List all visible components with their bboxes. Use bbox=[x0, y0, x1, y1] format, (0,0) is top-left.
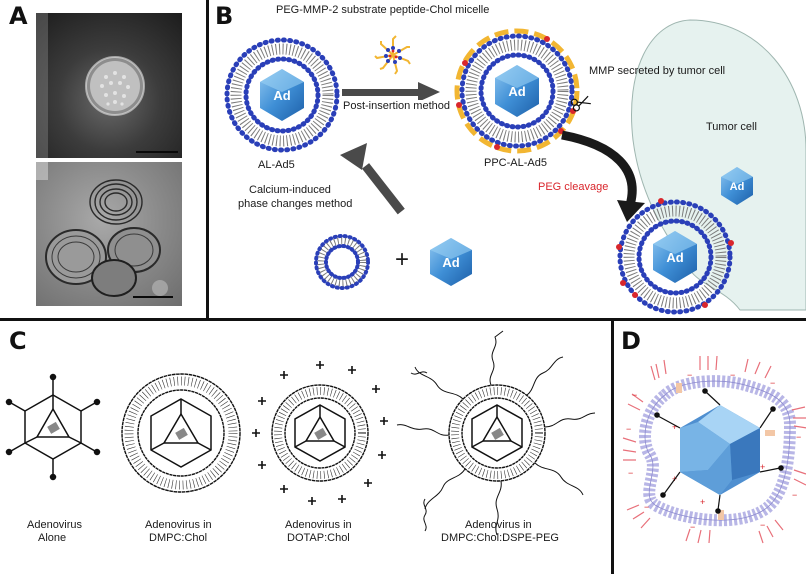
scissors-icon bbox=[570, 95, 591, 112]
tumor-adenovirus: Ad bbox=[721, 167, 753, 205]
svg-text:+: + bbox=[672, 422, 677, 432]
peg-cleavage-arrow bbox=[561, 130, 645, 222]
svg-text:−: − bbox=[796, 432, 801, 442]
panel-d-letter: D bbox=[621, 327, 641, 355]
svg-text:−: − bbox=[690, 522, 695, 532]
tem-image-liposome bbox=[36, 162, 182, 306]
micelle-icon bbox=[374, 35, 411, 75]
c-label-dmpc-1: Adenovirus in bbox=[145, 519, 212, 531]
panel-b-letter: B bbox=[215, 2, 234, 30]
svg-text:−: − bbox=[632, 390, 637, 400]
tumor-cell-label: Tumor cell bbox=[706, 121, 757, 133]
micelle-title: PEG-MMP-2 substrate peptide-Chol micelle bbox=[276, 4, 490, 16]
mmp-label: MMP secreted by tumor cell bbox=[589, 65, 726, 77]
tem-image-virion bbox=[36, 13, 182, 158]
adenovirus-icon: Ad bbox=[495, 65, 539, 117]
calcium-label-line2: phase changes method bbox=[238, 198, 353, 210]
separator-a-b bbox=[206, 0, 209, 320]
svg-text:−: − bbox=[626, 424, 631, 434]
dmpc-chol-liposome bbox=[121, 373, 241, 493]
calcium-arrow bbox=[340, 143, 405, 215]
cleaved-liposome: Ad bbox=[616, 198, 734, 315]
svg-text:−: − bbox=[687, 370, 692, 380]
svg-text:−: − bbox=[760, 520, 765, 530]
post-insertion-label: Post-insertion method bbox=[343, 100, 450, 113]
al-ad5-liposome: Ad bbox=[224, 37, 340, 153]
ad-label: Ad bbox=[508, 84, 525, 99]
svg-text:−: − bbox=[792, 490, 797, 500]
ppc-al-ad5-label: PPC-AL-Ad5 bbox=[484, 157, 547, 169]
c-label-alone-2: Alone bbox=[38, 532, 67, 544]
ppc-al-ad5-liposome: Ad bbox=[454, 28, 580, 154]
tem-liposome-svg bbox=[36, 162, 173, 298]
adenovirus-icon: Ad bbox=[260, 69, 304, 121]
ad-label: Ad bbox=[273, 88, 290, 103]
empty-liposome bbox=[314, 234, 370, 290]
peg-cleavage-label: PEG cleavage bbox=[538, 181, 609, 193]
free-adenovirus: Ad bbox=[430, 238, 472, 286]
c-label-alone-1: Adenovirus bbox=[27, 519, 83, 531]
panel-c-letter: C bbox=[9, 327, 27, 355]
svg-text:+: + bbox=[760, 462, 765, 472]
svg-text:+: + bbox=[700, 497, 705, 507]
panel-d-adenovirus bbox=[654, 388, 784, 514]
svg-text:−: − bbox=[770, 378, 775, 388]
c-label-dotap-2: DOTAP:Chol bbox=[287, 532, 350, 544]
calcium-label-line1: Calcium-induced bbox=[249, 184, 331, 196]
separator-top-bottom bbox=[0, 318, 806, 321]
ad-label: Ad bbox=[666, 250, 683, 265]
svg-text:−: − bbox=[730, 370, 735, 380]
separator-c-d bbox=[611, 320, 614, 574]
adenovirus-alone-icon bbox=[5, 373, 101, 481]
plus-sign: + bbox=[395, 246, 410, 273]
c-label-dotap-1: Adenovirus in bbox=[285, 519, 352, 531]
svg-text:−: − bbox=[628, 468, 633, 478]
adenovirus-icon: Ad bbox=[653, 231, 697, 283]
al-ad5-label: AL-Ad5 bbox=[258, 159, 295, 171]
ad-label: Ad bbox=[442, 255, 459, 270]
tem-virion-svg bbox=[36, 13, 178, 158]
c-label-peg-1: Adenovirus in bbox=[465, 519, 532, 531]
panel-a-letter: A bbox=[9, 2, 28, 30]
svg-text:−: − bbox=[644, 502, 649, 512]
post-insertion-arrow bbox=[342, 82, 440, 102]
ad-label: Ad bbox=[730, 181, 745, 193]
c-label-peg-2: DMPC:Chol:DSPE-PEG bbox=[441, 532, 559, 544]
c-label-dmpc-2: DMPC:Chol bbox=[149, 532, 208, 544]
dotap-chol-liposome bbox=[252, 361, 388, 505]
panel-d-liposome: −−−− −−−− −−− ++++ bbox=[622, 355, 806, 544]
dmpc-chol-dspe-peg-liposome bbox=[396, 330, 596, 536]
